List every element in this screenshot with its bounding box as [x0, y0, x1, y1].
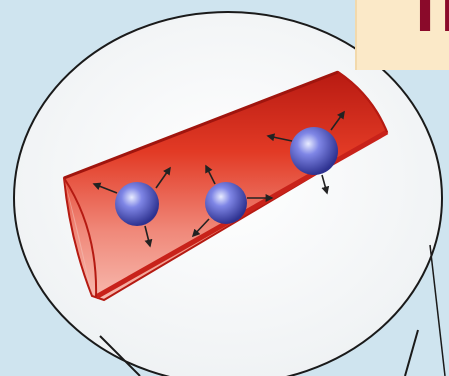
title-box: П: [355, 0, 449, 70]
title-fragment: П: [415, 0, 449, 40]
